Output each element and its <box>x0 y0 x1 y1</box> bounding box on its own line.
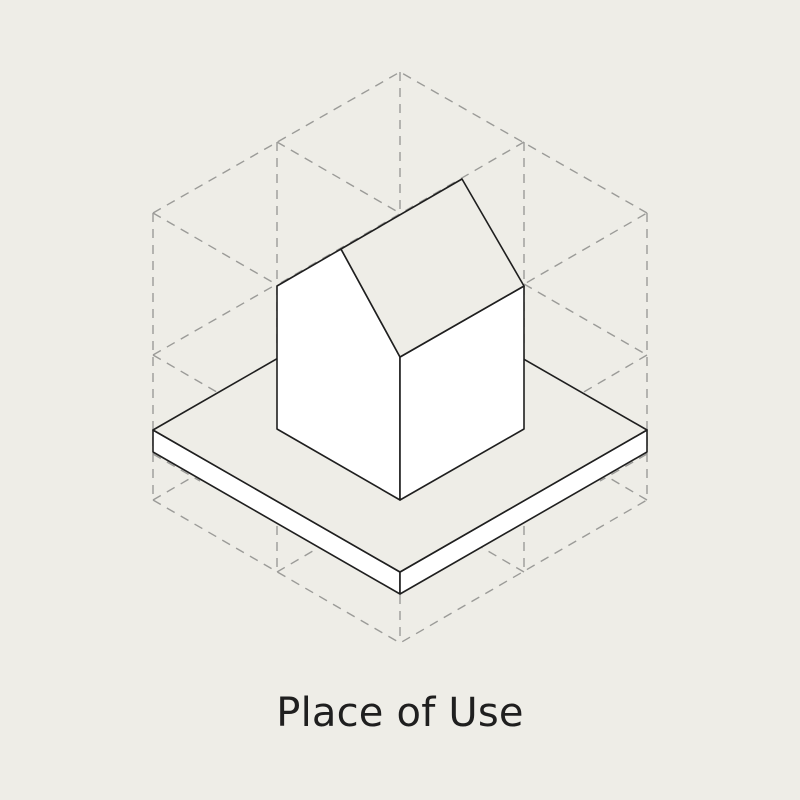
figure-caption: Place of Use <box>276 690 524 736</box>
house-roof <box>340 178 525 358</box>
house-block <box>276 178 525 501</box>
